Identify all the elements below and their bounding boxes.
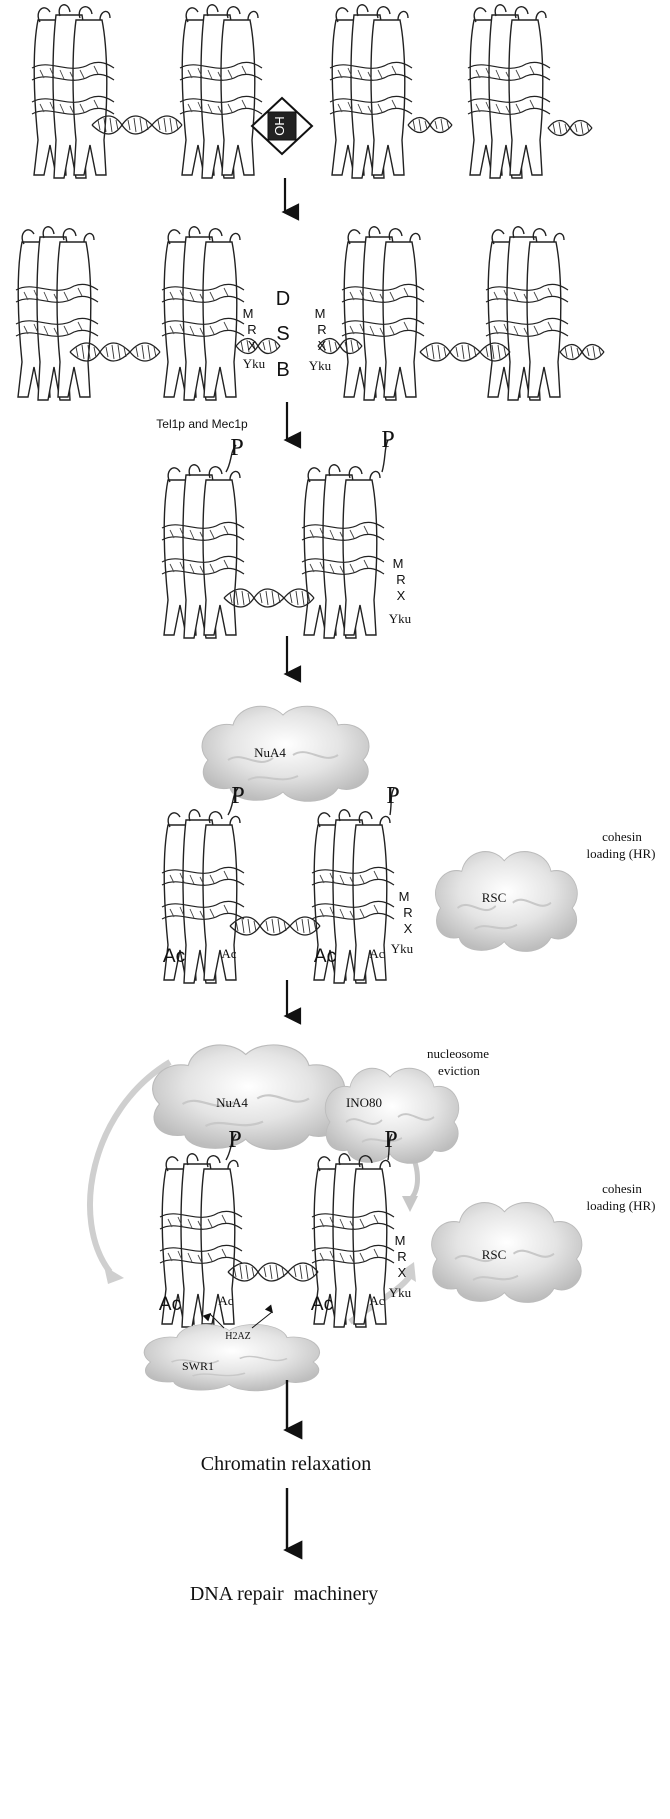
dsb-letter-s: S [276, 323, 289, 345]
ac-big-right: Ac [311, 1294, 333, 1315]
nucleosome [486, 227, 568, 400]
stage4-acetylation: NuA4 P P RSC cohesin loading (HR) M R X … [162, 706, 655, 983]
cohesin-line2: loading (HR) [587, 846, 656, 861]
cohesin-line2: loading (HR) [587, 1198, 656, 1213]
dna-linker [408, 118, 452, 133]
nucleosome [32, 5, 114, 178]
mrx-r: R [396, 572, 405, 587]
outcome-dna-repair: DNA repair machinery [190, 1583, 378, 1605]
eviction-line2: eviction [438, 1063, 480, 1078]
phospho-right: P [384, 1127, 397, 1153]
dna-linker [560, 345, 604, 360]
h2az-label: H2AZ [225, 1331, 251, 1342]
ho-label: HO [272, 116, 287, 136]
yku: Yku [391, 941, 414, 956]
mrx-x: X [398, 1265, 407, 1280]
phospho-left: P [228, 1127, 241, 1153]
yku: Yku [389, 611, 412, 626]
phospho-left: P [231, 783, 244, 809]
nucleosome [468, 5, 550, 178]
mrx-m: M [395, 1233, 406, 1248]
arrow-2-label: Tel1p and Mec1p [156, 417, 248, 431]
mrx-x: X [397, 588, 406, 603]
ac-big-right: Ac [314, 946, 336, 967]
mrx-right-m: M [315, 306, 326, 321]
mrx-m: M [393, 556, 404, 571]
mrx-r: R [397, 1249, 406, 1264]
dsb-letter-d: D [276, 288, 290, 310]
dsb-letter-b: B [276, 359, 289, 381]
mrx-left-m: M [243, 306, 254, 321]
rsc-label: RSC [482, 890, 507, 905]
ac-small-right: Ac [369, 946, 384, 961]
cohesin-line1: cohesin [602, 1181, 642, 1196]
nua4-label: NuA4 [216, 1095, 248, 1110]
mrx-left-r: R [247, 322, 256, 337]
swr1-label: SWR1 [182, 1359, 214, 1373]
ino80-label: INO80 [346, 1095, 382, 1110]
nucleosome [162, 227, 244, 400]
eviction-line1: nucleosome [427, 1046, 489, 1061]
stage3-phosphorylation: P P M R X Yku [162, 427, 412, 638]
phospho-left: P [230, 435, 243, 461]
yku: Yku [389, 1285, 412, 1300]
mrx-m: M [399, 889, 410, 904]
nucleosome [342, 227, 424, 400]
ac-big-left: Ac [163, 946, 185, 967]
ac-small-left: Ac [218, 1293, 233, 1308]
dna-linker [548, 121, 592, 136]
nucleosome [16, 227, 98, 400]
nua4-label: NuA4 [254, 745, 286, 760]
ho-endonuclease: HO [252, 98, 312, 154]
phospho-right: P [381, 427, 394, 453]
ac-big-left: Ac [159, 1294, 181, 1315]
mrx-right-x: X [318, 338, 327, 353]
rsc-complex [432, 1203, 582, 1303]
ac-small-right: Ac [369, 1293, 384, 1308]
yku-right: Yku [309, 358, 332, 373]
outcome-chromatin-relaxation: Chromatin relaxation [201, 1453, 372, 1475]
dna-linker [230, 917, 320, 935]
rsc-complex [435, 852, 577, 952]
rsc-label: RSC [482, 1247, 507, 1262]
nucleosome [330, 5, 412, 178]
nua4-complex [153, 1045, 345, 1150]
yku-left: Yku [243, 356, 266, 371]
mrx-x: X [404, 921, 413, 936]
ac-small-left: Ac [221, 946, 236, 961]
nucleosome [162, 465, 244, 638]
stage5-remodeling: NuA4 INO80 nucleosome eviction P P RSC c… [90, 1045, 655, 1391]
mrx-left-x: X [248, 338, 257, 353]
nucleosome [302, 465, 384, 638]
mrx-right-r: R [317, 322, 326, 337]
stage1-chromatin: HO [32, 5, 592, 178]
dna-linker [228, 1263, 318, 1281]
nucleosome [180, 5, 262, 178]
dna-linker [224, 589, 314, 607]
mrx-r: R [403, 905, 412, 920]
phospho-right: P [386, 783, 399, 809]
cohesin-line1: cohesin [602, 829, 642, 844]
dna-end [236, 339, 280, 354]
stage2-dsb: D S B M R X Yku M R X Yku [16, 227, 604, 400]
